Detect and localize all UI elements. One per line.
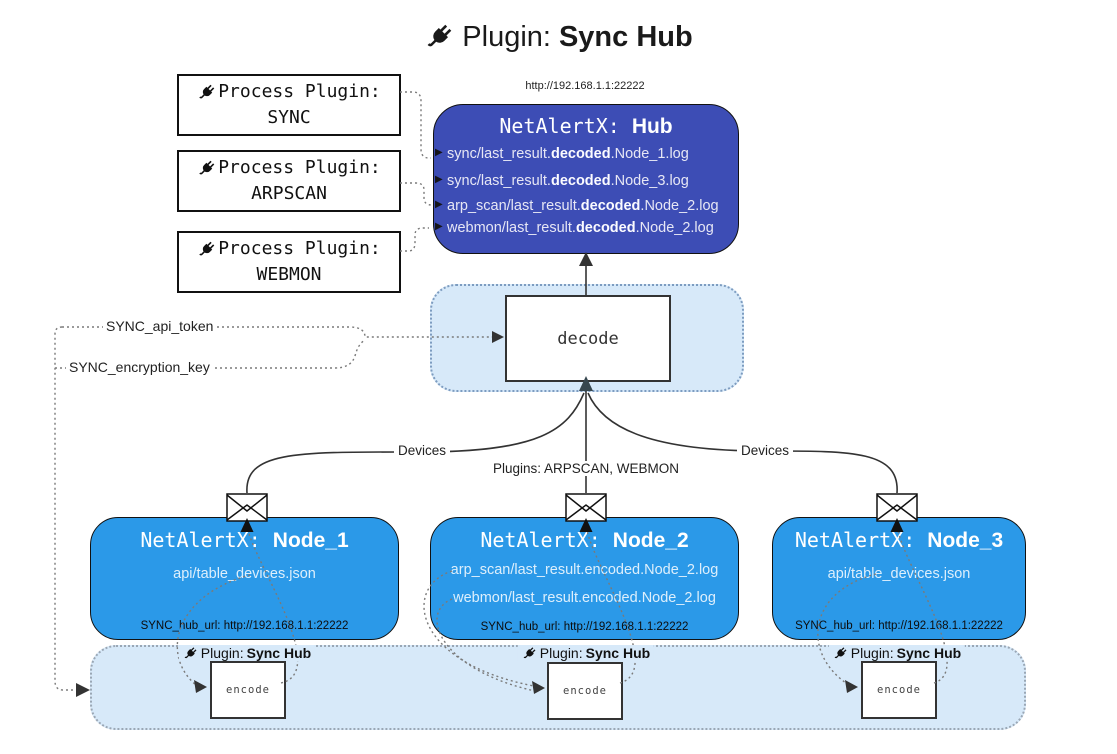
node2-title: NetAlertX: Node_2 (480, 528, 689, 552)
node2-box: NetAlertX: Node_2 arp_scan/last_result.e… (430, 517, 739, 640)
process-plugin-label: Process Plugin: (197, 155, 381, 181)
node3-title: NetAlertX: Node_3 (794, 528, 1004, 552)
page-title: Plugin: Sync Hub (0, 16, 1117, 58)
triangle-bullet-icon: ▶ (435, 174, 443, 185)
title-bold: Sync Hub (558, 20, 693, 53)
node1-title: NetAlertX: Node_1 (140, 528, 349, 552)
title-prefix: Plugin: (462, 20, 551, 53)
process-plugin-arpscan-box: Process Plugin: ARPSCAN (177, 150, 401, 212)
triangle-bullet-icon: ▶ (435, 199, 443, 210)
node3-hub-url: SYNC_hub_url: http://192.168.1.1:22222 (795, 620, 1003, 632)
sync-encryption-key-label: SYNC_encryption_key (66, 359, 213, 375)
node3-box: NetAlertX: Node_3 api/table_devices.json… (772, 517, 1026, 640)
node1-hub-url: SYNC_hub_url: http://192.168.1.1:22222 (140, 620, 349, 632)
hub-title-mono: NetAlertX: (499, 114, 632, 138)
edge-token-down-left (54, 326, 78, 691)
hub-url: http://192.168.1.1:22222 (525, 80, 645, 92)
band-plugin-label: Plugin: Sync Hub (178, 645, 316, 661)
node2-file: arp_scan/last_result.encoded.Node_2.log (450, 562, 719, 578)
plug-icon (184, 646, 197, 658)
hub-file-line: ▶arp_scan/last_result.decoded.Node_2.log (435, 198, 719, 214)
decode-box: decode (505, 295, 671, 382)
encode-box: encode (861, 661, 937, 719)
devices-right-label: Devices (737, 443, 794, 458)
hub-title: NetAlertX: Hub (434, 114, 738, 139)
plug-icon (523, 646, 536, 658)
process-plugin-name: WEBMON (256, 264, 322, 285)
hub-box: NetAlertX: Hub ▶sync/last_result.decoded… (433, 104, 739, 254)
hub-file-line: ▶sync/last_result.decoded.Node_3.log (435, 173, 689, 189)
band-plugin-label: Plugin: Sync Hub (517, 645, 655, 661)
hub-file-line: ▶webmon/last_result.decoded.Node_2.log (435, 220, 714, 236)
arrowhead-into-hub (579, 252, 593, 266)
encode-box: encode (547, 662, 623, 720)
node2-file: webmon/last_result.encoded.Node_2.log (453, 590, 716, 606)
node3-file: api/table_devices.json (827, 566, 971, 582)
plug-icon (199, 160, 215, 174)
band-plugin-label: Plugin: Sync Hub (828, 645, 966, 661)
process-plugin-label-text: Process Plugin: (218, 81, 381, 102)
plug-icon (427, 24, 452, 47)
plug-icon (834, 646, 847, 658)
plug-icon (199, 84, 215, 98)
node1-box: NetAlertX: Node_1 api/table_devices.json… (90, 517, 399, 640)
process-plugin-label: Process Plugin: (197, 79, 381, 105)
devices-left-label: Devices (394, 443, 451, 458)
process-plugin-sync-box: Process Plugin: SYNC (177, 74, 401, 136)
plug-icon (199, 241, 215, 255)
process-plugin-name: SYNC (267, 107, 311, 128)
encode-box: encode (210, 661, 286, 719)
process-plugin-webmon-box: Process Plugin: WEBMON (177, 231, 401, 293)
triangle-bullet-icon: ▶ (435, 221, 443, 232)
process-plugin-label-text: Process Plugin: (218, 238, 381, 259)
process-plugin-label-text: Process Plugin: (218, 157, 381, 178)
node1-file: api/table_devices.json (173, 566, 316, 582)
sync-api-token-label: SYNC_api_token (103, 318, 217, 334)
hub-file-line: ▶sync/last_result.decoded.Node_1.log (435, 146, 689, 162)
triangle-bullet-icon: ▶ (435, 147, 443, 158)
plugins-mid-label: Plugins: ARPSCAN, WEBMON (488, 461, 684, 476)
process-plugin-label: Process Plugin: (197, 236, 381, 262)
node2-hub-url: SYNC_hub_url: http://192.168.1.1:22222 (480, 621, 689, 633)
edge-sync-to-hub (400, 91, 431, 159)
edge-arpscan-to-hub (400, 182, 433, 206)
hub-title-bold: Hub (631, 115, 673, 138)
edge-webmon-to-hub (400, 227, 429, 252)
process-plugin-name: ARPSCAN (251, 183, 327, 204)
